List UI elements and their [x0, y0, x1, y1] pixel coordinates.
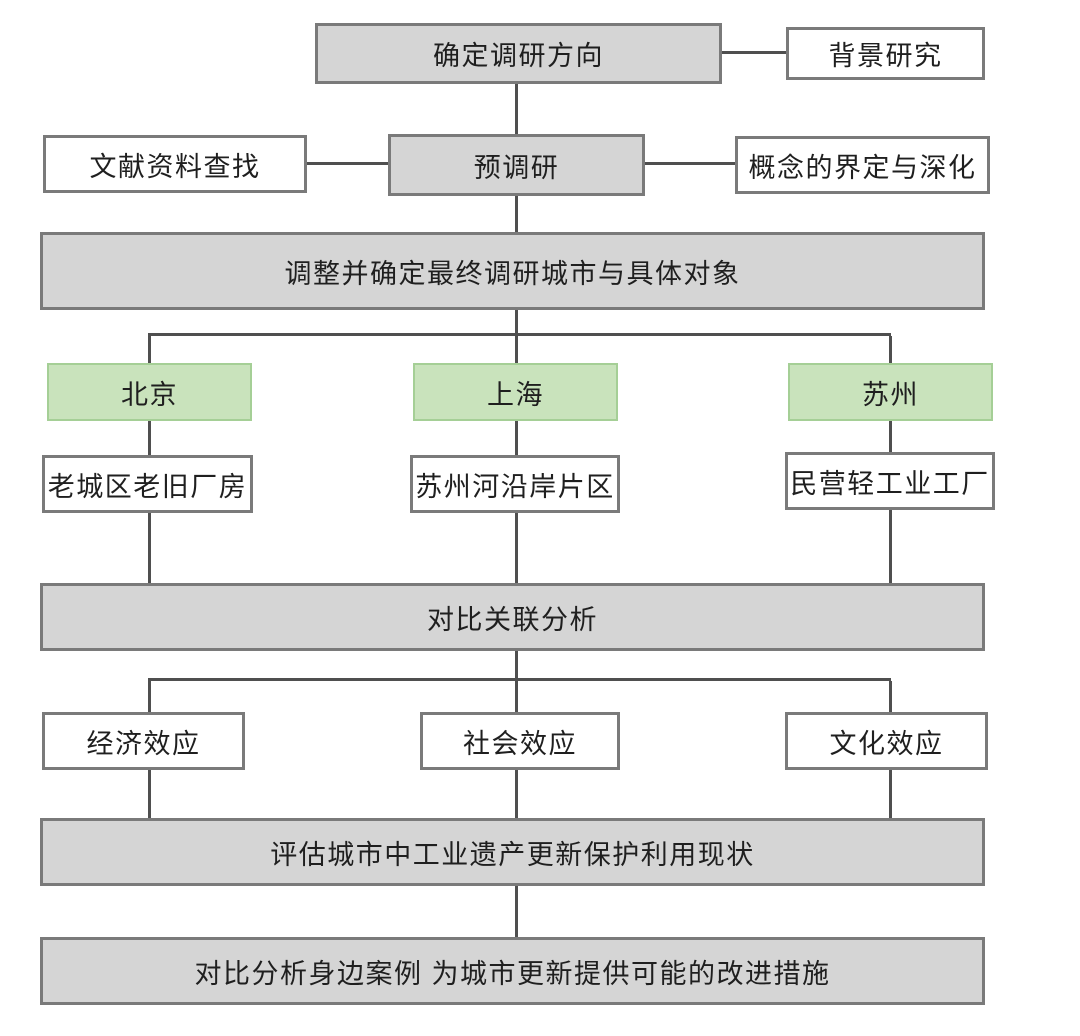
connector-comparative-branch-stem — [515, 651, 518, 678]
node-old-district-factories: 老城区老旧厂房 — [42, 455, 253, 513]
connector-beijing-site — [148, 421, 151, 455]
connector-suzhou-site — [889, 421, 892, 452]
node-pre-survey: 预调研 — [388, 134, 645, 196]
connector-branch-suzhou — [889, 336, 892, 363]
node-background-research: 背景研究 — [786, 27, 985, 80]
node-determine-direction: 确定调研方向 — [315, 23, 722, 84]
node-suzhou: 苏州 — [788, 363, 993, 421]
node-shanghai: 上海 — [413, 363, 618, 421]
connector-shanghai-site — [515, 421, 518, 455]
node-cultural-effect: 文化效应 — [785, 712, 988, 770]
node-economic-effect: 经济效应 — [42, 712, 245, 770]
connector-cultural-evaluate — [889, 770, 892, 818]
connector-direction-background — [722, 51, 786, 54]
node-finalize-cities: 调整并确定最终调研城市与具体对象 — [40, 232, 985, 310]
node-concept-definition: 概念的界定与深化 — [735, 136, 990, 194]
node-evaluate-status: 评估城市中工业遗产更新保护利用现状 — [40, 818, 985, 886]
node-social-effect: 社会效应 — [420, 712, 620, 770]
connector-branch-beijing — [148, 336, 151, 363]
connector-evaluate-improve — [515, 886, 518, 937]
connector-finalize-branch-stem — [515, 310, 518, 333]
connector-branch-social — [515, 681, 518, 712]
connector-site3-comparative — [889, 510, 892, 583]
connector-economic-evaluate — [148, 770, 151, 818]
node-private-light-industry: 民营轻工业工厂 — [785, 452, 995, 510]
node-literature-search: 文献资料查找 — [43, 135, 307, 193]
connector-site2-comparative — [515, 513, 518, 583]
connector-social-evaluate — [515, 770, 518, 818]
connector-presurvey-finalize — [515, 196, 518, 232]
connector-cities-branch-bar — [148, 333, 891, 336]
node-suzhou-river-area: 苏州河沿岸片区 — [410, 455, 620, 513]
connector-presurvey-concept — [645, 162, 735, 165]
node-improvement-measures: 对比分析身边案例 为城市更新提供可能的改进措施 — [40, 937, 985, 1005]
connector-literature-presurvey — [307, 162, 388, 165]
node-comparative-analysis: 对比关联分析 — [40, 583, 985, 651]
connector-branch-shanghai — [515, 336, 518, 363]
node-beijing: 北京 — [47, 363, 252, 421]
connector-branch-cultural — [889, 681, 892, 712]
connector-site1-comparative — [148, 513, 151, 583]
connector-effects-branch-bar — [148, 678, 891, 681]
connector-direction-presurvey — [515, 84, 518, 134]
connector-branch-economic — [148, 681, 151, 712]
